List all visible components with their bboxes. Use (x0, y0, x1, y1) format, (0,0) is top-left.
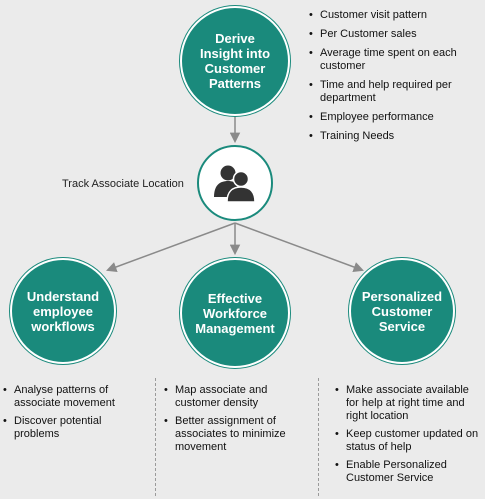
middle-circle: Effective Workforce Management (180, 258, 290, 368)
list-item: Make associate available for help at rig… (335, 384, 481, 423)
list-item: Average time spent on each customer (309, 47, 477, 73)
top-circle-label: Derive Insight into Customer Patterns (199, 31, 271, 91)
list-item: Training Needs (309, 130, 477, 143)
list-item: Discover potential problems (3, 415, 149, 441)
list-item: Map associate and customer density (164, 384, 314, 410)
middle-bullets: Map associate and customer density Bette… (164, 384, 314, 459)
list-item: Customer visit pattern (309, 9, 477, 22)
divider-right (318, 378, 319, 496)
hub-label: Track Associate Location (62, 178, 184, 190)
users-icon (214, 165, 256, 203)
list-item: Employee performance (309, 111, 477, 124)
list-item: Enable Personalized Customer Service (335, 459, 481, 485)
arrow-hub-to-left (106, 222, 236, 273)
top-bullets: Customer visit pattern Per Customer sale… (309, 9, 477, 148)
right-circle-label: Personalized Customer Service (361, 288, 443, 334)
left-circle-label: Understand employee workflows (26, 288, 100, 334)
left-bullets: Analyse patterns of associate movement D… (3, 384, 149, 446)
left-circle: Understand employee workflows (10, 258, 116, 364)
list-item: Better assignment of associates to minim… (164, 415, 314, 454)
list-item: Keep customer updated on status of help (335, 428, 481, 454)
right-circle: Personalized Customer Service (349, 258, 455, 364)
list-item: Analyse patterns of associate movement (3, 384, 149, 410)
arrow-hub-to-right (234, 222, 364, 273)
top-circle: Derive Insight into Customer Patterns (180, 6, 290, 116)
middle-circle-label: Effective Workforce Management (195, 290, 275, 336)
divider-left (155, 378, 156, 496)
hub-circle (197, 145, 273, 221)
list-item: Time and help required per department (309, 79, 477, 105)
list-item: Per Customer sales (309, 28, 477, 41)
right-bullets: Make associate available for help at rig… (335, 384, 481, 490)
